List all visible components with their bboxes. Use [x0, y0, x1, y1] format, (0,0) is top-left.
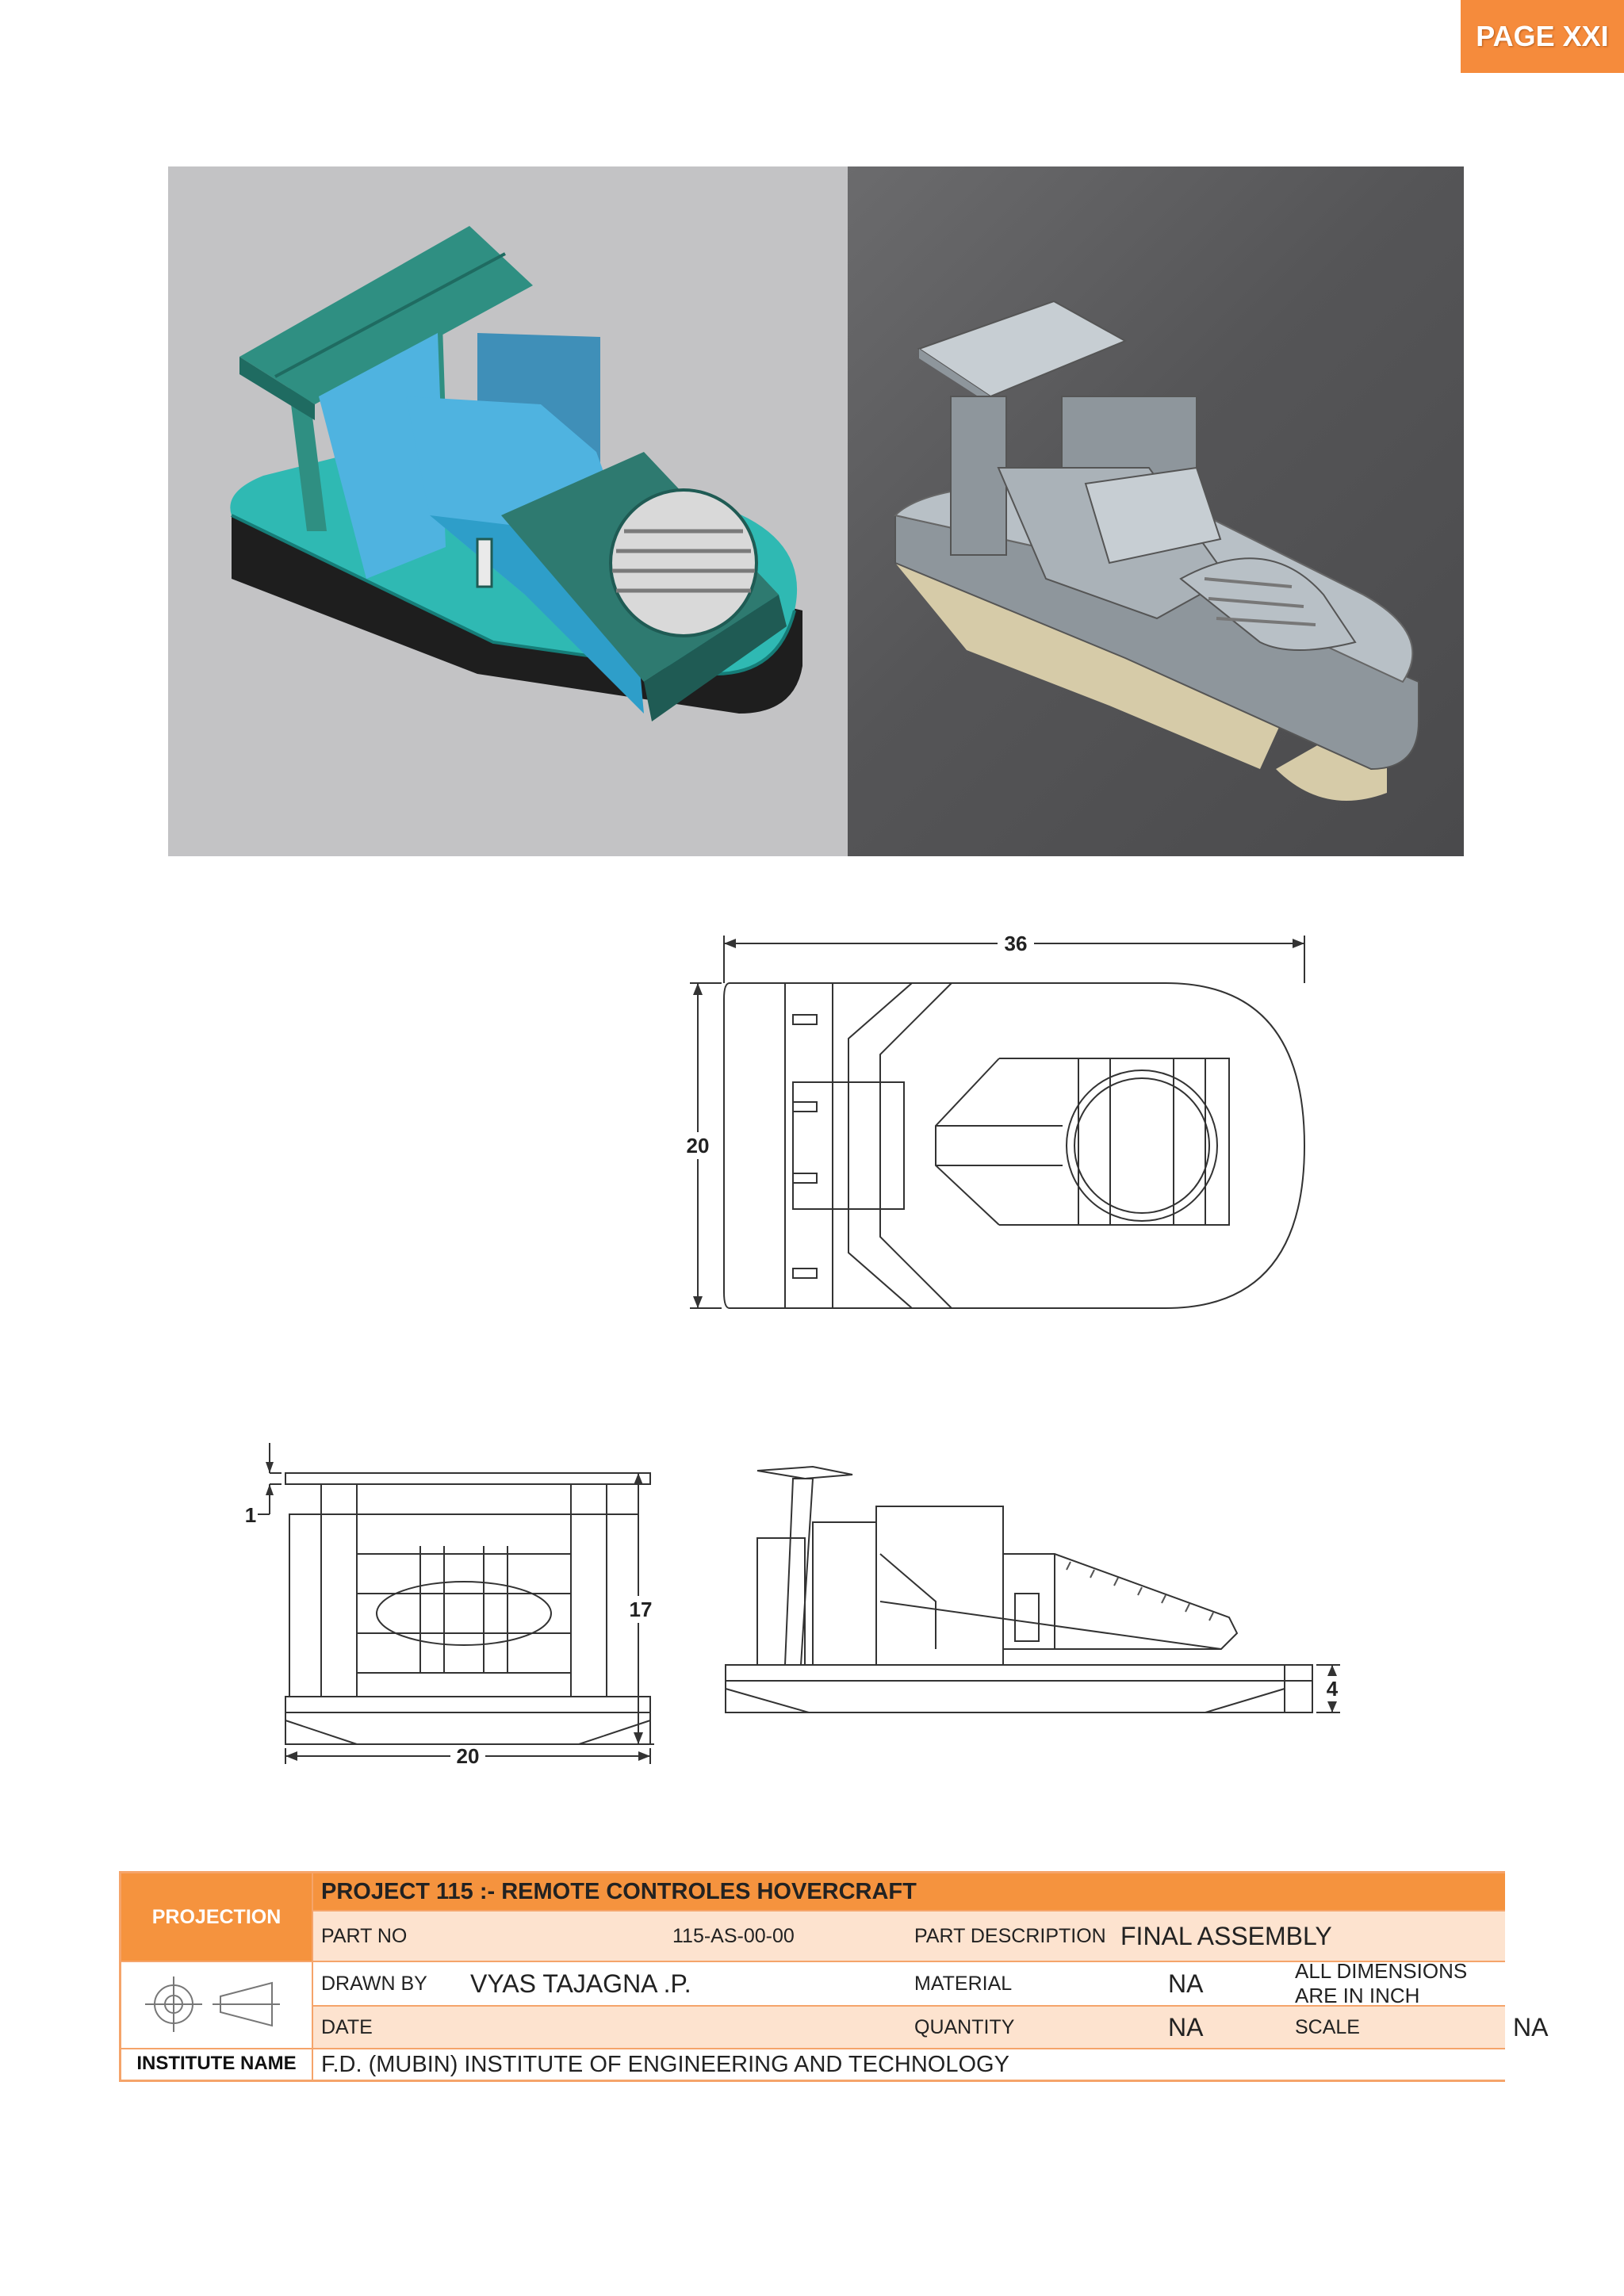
- scale-value: NA: [1513, 2012, 1549, 2042]
- gray-render-image: [848, 166, 1464, 856]
- top-view-width-dim: 36: [1005, 932, 1028, 955]
- projection-label: PROJECTION: [121, 1873, 312, 1961]
- drawn-by-value: VYAS TAJAGNA .P.: [470, 1969, 691, 1998]
- material-label: MATERIAL: [914, 1972, 1013, 1995]
- render-panel: [168, 166, 1464, 856]
- page-number-badge: PAGE XXI: [1461, 0, 1624, 73]
- dimensions-note: ALL DIMENSIONS ARE IN INCH: [1295, 1959, 1468, 2007]
- title-block: PROJECTION INSTITUTE NAME PROJECT 115 :-…: [119, 1871, 1548, 2082]
- date-label: DATE: [321, 2015, 373, 2038]
- quantity-value: NA: [1168, 2012, 1204, 2042]
- front-view-width-dim: 20: [457, 1744, 480, 1768]
- part-no-label: PART NO: [321, 1924, 408, 1947]
- side-view-drawing: 4: [714, 1459, 1348, 1752]
- material-value: NA: [1168, 1969, 1204, 1998]
- scale-label: SCALE: [1295, 2015, 1360, 2038]
- front-view-height-dim: 17: [630, 1598, 653, 1621]
- colored-render-image: [168, 166, 848, 856]
- side-view-skirt-dim: 4: [1327, 1677, 1339, 1701]
- part-description-value: FINAL ASSEMBLY: [1120, 1921, 1332, 1950]
- front-view-drawing: 1 17 20: [238, 1435, 682, 1768]
- projection-symbol: [121, 1961, 312, 2048]
- institute-label: INSTITUTE NAME: [121, 2048, 312, 2080]
- top-view-height-dim: 20: [687, 1134, 710, 1158]
- project-title: PROJECT 115 :- REMOTE CONTROLES HOVERCRA…: [321, 1878, 917, 1904]
- institute-value: F.D. (MUBIN) INSTITUTE OF ENGINEERING AN…: [321, 2051, 1009, 2077]
- drawn-by-label: DRAWN BY: [321, 1972, 427, 1995]
- front-view-roof-dim: 1: [245, 1503, 256, 1527]
- top-view-drawing: 36 20: [666, 920, 1316, 1316]
- quantity-label: QUANTITY: [914, 2015, 1015, 2038]
- part-no-value: 115-AS-00-00: [672, 1924, 795, 1947]
- part-description-label: PART DESCRIPTION: [914, 1924, 1106, 1947]
